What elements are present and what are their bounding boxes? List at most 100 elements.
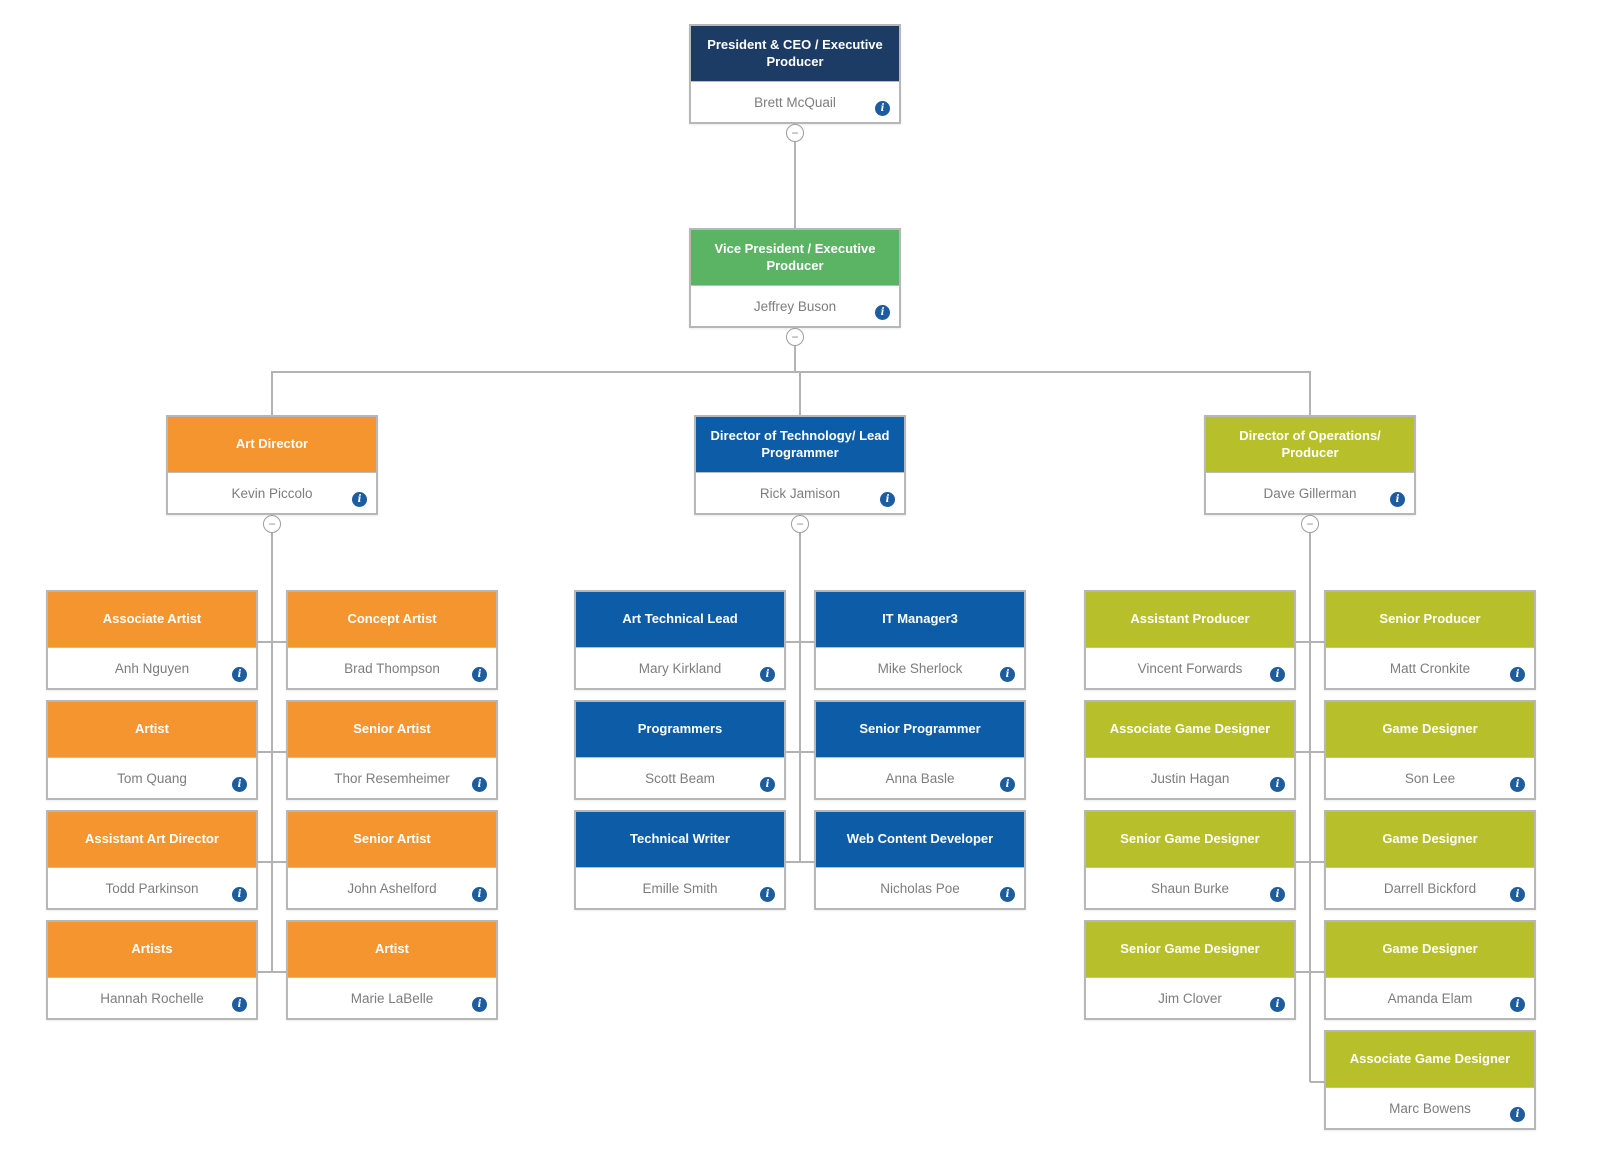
- info-icon[interactable]: i: [1510, 997, 1525, 1012]
- card-header: Senior Artist: [288, 702, 496, 758]
- info-icon[interactable]: i: [1000, 667, 1015, 682]
- card-header: Game Designer: [1326, 812, 1534, 868]
- info-icon[interactable]: i: [880, 492, 895, 507]
- card-header: Director of Operations/ Producer: [1206, 417, 1414, 473]
- info-icon[interactable]: i: [760, 667, 775, 682]
- card-title: Artists: [131, 941, 173, 957]
- collapse-button[interactable]: −: [786, 328, 804, 346]
- card-body: Brad Thompson i: [288, 648, 496, 688]
- connector-line: [1296, 641, 1310, 643]
- info-icon[interactable]: i: [760, 777, 775, 792]
- collapse-button[interactable]: −: [786, 124, 804, 142]
- connector-line: [272, 641, 286, 643]
- connector-line: [1309, 372, 1311, 415]
- info-icon[interactable]: i: [1270, 777, 1285, 792]
- card-title: Artist: [375, 941, 409, 957]
- info-icon[interactable]: i: [472, 997, 487, 1012]
- card-header: Assistant Art Director: [48, 812, 256, 868]
- info-icon[interactable]: i: [1510, 887, 1525, 902]
- info-icon[interactable]: i: [1510, 777, 1525, 792]
- info-icon[interactable]: i: [472, 887, 487, 902]
- info-icon[interactable]: i: [875, 305, 890, 320]
- card-title: Associate Game Designer: [1109, 721, 1271, 737]
- connector-line: [258, 751, 272, 753]
- info-icon[interactable]: i: [352, 492, 367, 507]
- info-icon[interactable]: i: [1510, 1107, 1525, 1122]
- info-icon[interactable]: i: [1510, 667, 1525, 682]
- person-name: Brad Thompson: [344, 660, 440, 676]
- card-title: Senior Artist: [353, 721, 431, 737]
- card-title: Senior Artist: [353, 831, 431, 847]
- info-icon[interactable]: i: [232, 667, 247, 682]
- person-name: Thor Resemheimer: [334, 770, 450, 786]
- card-title: Technical Writer: [630, 831, 730, 847]
- info-icon[interactable]: i: [1270, 997, 1285, 1012]
- collapse-button[interactable]: −: [1301, 515, 1319, 533]
- info-icon[interactable]: i: [232, 777, 247, 792]
- info-icon[interactable]: i: [1000, 777, 1015, 792]
- info-icon[interactable]: i: [760, 887, 775, 902]
- info-icon[interactable]: i: [875, 101, 890, 116]
- info-icon[interactable]: i: [232, 997, 247, 1012]
- connector-line: [1310, 751, 1324, 753]
- card-header: Art Technical Lead: [576, 592, 784, 648]
- info-icon[interactable]: i: [1270, 887, 1285, 902]
- person-name: Matt Cronkite: [1389, 660, 1471, 676]
- card-title: Senior Programmer: [859, 721, 981, 737]
- person-name: Todd Parkinson: [105, 880, 199, 896]
- info-icon[interactable]: i: [232, 887, 247, 902]
- connector-bus: [271, 371, 1311, 373]
- card-title: President & CEO / Executive Producer: [707, 36, 883, 69]
- person-name: Marie LaBelle: [350, 990, 434, 1006]
- info-icon[interactable]: i: [472, 667, 487, 682]
- collapse-button[interactable]: −: [791, 515, 809, 533]
- connector-line: [1310, 641, 1324, 643]
- info-icon[interactable]: i: [1000, 887, 1015, 902]
- info-icon[interactable]: i: [1390, 492, 1405, 507]
- card-header: Artist: [48, 702, 256, 758]
- card-body: Justin Hagan i: [1086, 758, 1294, 798]
- card-header: Director of Technology/ Lead Programmer: [696, 417, 904, 473]
- card-body: Marie LaBelle i: [288, 978, 496, 1018]
- collapse-button[interactable]: −: [263, 515, 281, 533]
- person-name: Dave Gillerman: [1263, 485, 1357, 501]
- info-icon[interactable]: i: [1270, 667, 1285, 682]
- card-title: Programmers: [637, 721, 723, 737]
- person-name: Justin Hagan: [1150, 770, 1230, 786]
- info-icon[interactable]: i: [472, 777, 487, 792]
